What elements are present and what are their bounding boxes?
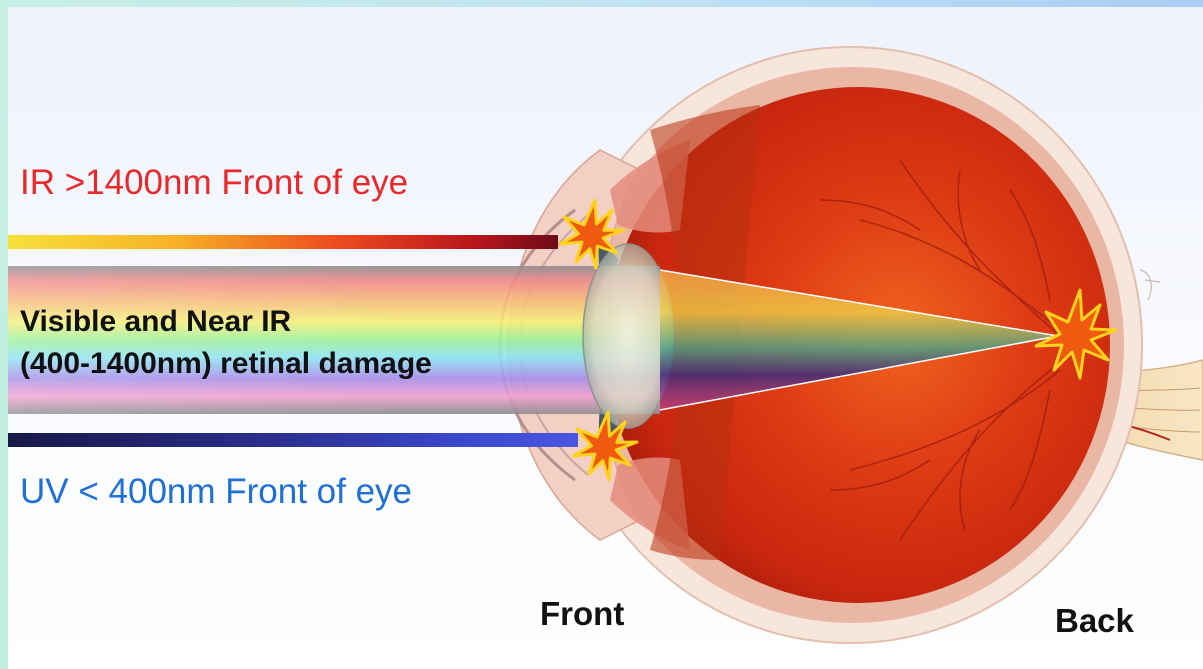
visible-near-ir-label-line2: (400-1400nm) retinal damage [20, 343, 432, 385]
frame-top-border [0, 0, 1203, 7]
front-label: Front [540, 595, 624, 633]
uv-label: UV < 400nm Front of eye [20, 472, 412, 512]
visible-near-ir-label-line1: Visible and Near IR [20, 301, 432, 343]
visible-near-ir-label: Visible and Near IR (400-1400nm) retinal… [20, 301, 432, 385]
frame-left-border [0, 0, 8, 669]
back-label: Back [1055, 602, 1134, 640]
ir-label: IR >1400nm Front of eye [20, 163, 408, 203]
